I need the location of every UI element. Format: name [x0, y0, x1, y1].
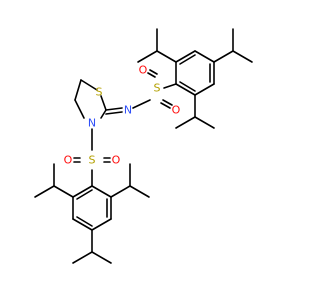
atom-label: S: [154, 82, 161, 95]
bond: [232, 50, 253, 63]
atom-label: S: [89, 154, 96, 167]
atom-label: N: [88, 117, 96, 130]
molecule-diagram: S N N S O O S O O: [34, 28, 253, 264]
atom-o-top-upper: O: [139, 64, 148, 77]
bond: [72, 251, 93, 264]
bond: [110, 185, 131, 198]
atom-label: S: [96, 86, 103, 99]
bond: [163, 83, 177, 89]
bond: [76, 189, 93, 200]
bond: [175, 116, 196, 129]
bond: [129, 185, 150, 198]
bond: [72, 185, 93, 198]
atom-n-ring: N: [88, 117, 96, 130]
bond: [91, 185, 112, 198]
bond: [74, 99, 85, 119]
bond: [105, 107, 123, 111]
bond: [74, 79, 82, 101]
bond: [53, 185, 74, 198]
bond: [160, 102, 171, 109]
bond: [194, 83, 215, 96]
bond: [76, 216, 93, 227]
bond: [179, 54, 196, 65]
bond: [72, 218, 93, 231]
atom-label: O: [172, 104, 181, 117]
bond: [91, 251, 112, 264]
atom-label: N: [124, 104, 132, 117]
atom-s-sulfonyl-top: S: [154, 82, 161, 95]
top-aryl-ring: [175, 50, 215, 96]
atom-o-bottom-right: O: [112, 154, 121, 167]
atom-o-bottom-left: O: [64, 154, 73, 167]
bond: [194, 50, 215, 63]
thiazolidine-ring: [74, 79, 107, 119]
bond: [175, 83, 196, 96]
bond: [149, 69, 158, 75]
atom-labels: S N N S O O S O O: [64, 64, 181, 167]
bond: [175, 50, 196, 63]
bond: [179, 81, 196, 92]
bottom-sulfonyl-bonds: [73, 128, 111, 187]
bond: [213, 50, 234, 63]
bond: [100, 95, 107, 111]
structure-svg: S N N S O O S O O: [34, 28, 253, 264]
atom-label: O: [112, 154, 121, 167]
bond: [80, 79, 98, 91]
top-sulfonyl-bonds: [147, 69, 177, 109]
atom-label: O: [139, 64, 148, 77]
bond: [91, 218, 112, 231]
atom-n-imine: N: [124, 104, 132, 117]
top-aryl-isopropyls: [137, 28, 253, 129]
atom-label: O: [64, 154, 73, 167]
bond: [132, 99, 151, 109]
atom-s-sulfonyl-bottom: S: [89, 154, 96, 167]
bond: [147, 72, 156, 78]
atom-o-top-lower: O: [172, 104, 181, 117]
atom-s-thiazolidine: S: [96, 86, 103, 99]
bond: [137, 50, 158, 63]
bond: [162, 99, 173, 106]
bond: [34, 185, 55, 198]
bond: [194, 116, 215, 129]
bond: [156, 50, 177, 63]
bottom-aryl-ring: [72, 185, 112, 231]
bottom-aryl-isopropyls: [34, 163, 150, 264]
bond: [105, 111, 123, 115]
imine-linkage: [105, 99, 151, 115]
bond: [100, 109, 107, 119]
